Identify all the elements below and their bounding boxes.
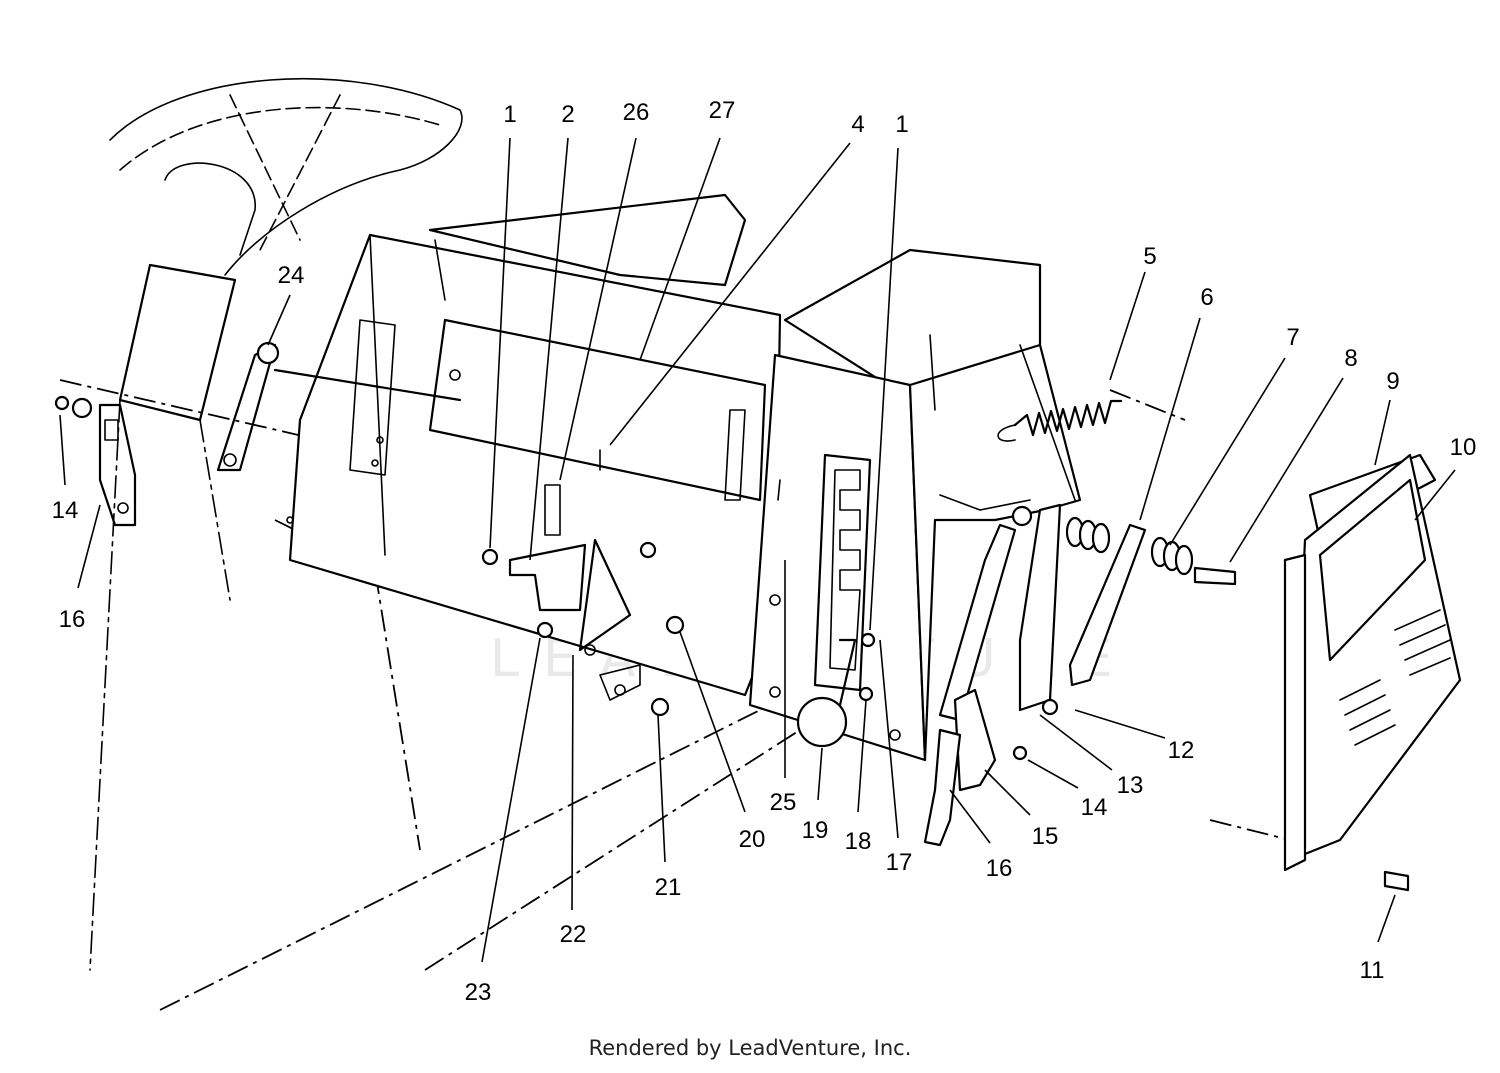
washers (858, 505, 1237, 761)
callout-13: 13 (1117, 772, 1144, 799)
callout-14-right: 14 (1081, 794, 1108, 821)
right-brackets (923, 503, 1147, 847)
callout-14-left: 14 (52, 497, 79, 524)
footer-credit: Rendered by LeadVenture, Inc. (588, 1036, 912, 1060)
callout-22: 22 (560, 921, 587, 948)
console-outline (59, 379, 1291, 1011)
side-cover-9-10 (1283, 453, 1462, 892)
steering-wheel (109, 78, 463, 276)
left-bracket-16 (54, 395, 137, 527)
dash-panel-27 (286, 233, 782, 697)
steering-column (89, 263, 237, 971)
gear-gate (813, 453, 872, 692)
center-linkage (481, 449, 781, 717)
shift-lever-19 (796, 638, 857, 748)
callout-17: 17 (886, 849, 913, 876)
callout-6: 6 (1200, 284, 1213, 311)
pivot-link-24 (216, 341, 462, 472)
callout-26: 26 (623, 99, 650, 126)
callout-25: 25 (770, 789, 797, 816)
callout-16-left: 16 (59, 606, 86, 633)
callout-19: 19 (802, 817, 829, 844)
callout-15: 15 (1032, 823, 1059, 850)
callout-11: 11 (1360, 957, 1385, 984)
callout-7: 7 (1286, 324, 1299, 351)
callout-18: 18 (845, 828, 872, 855)
callout-16-right: 16 (986, 855, 1013, 882)
callout-5: 5 (1143, 243, 1156, 270)
callout-21: 21 (655, 874, 682, 901)
callout-4: 4 (851, 111, 864, 138)
spring-5 (997, 399, 1123, 442)
callout-10: 10 (1450, 434, 1477, 461)
callouts: 1 2 26 27 4 1 5 6 7 8 9 10 24 14 16 12 1… (52, 97, 1477, 1006)
callout-24: 24 (278, 262, 305, 289)
callout-8: 8 (1344, 345, 1357, 372)
callout-9: 9 (1386, 368, 1399, 395)
leader-lines (59, 137, 1456, 963)
callout-12: 12 (1168, 737, 1195, 764)
callout-23: 23 (465, 979, 492, 1006)
callout-1-right: 1 (895, 111, 908, 138)
callout-27: 27 (709, 97, 736, 124)
callout-20: 20 (739, 826, 766, 853)
callout-1: 1 (503, 101, 516, 128)
callout-2: 2 (561, 101, 574, 128)
